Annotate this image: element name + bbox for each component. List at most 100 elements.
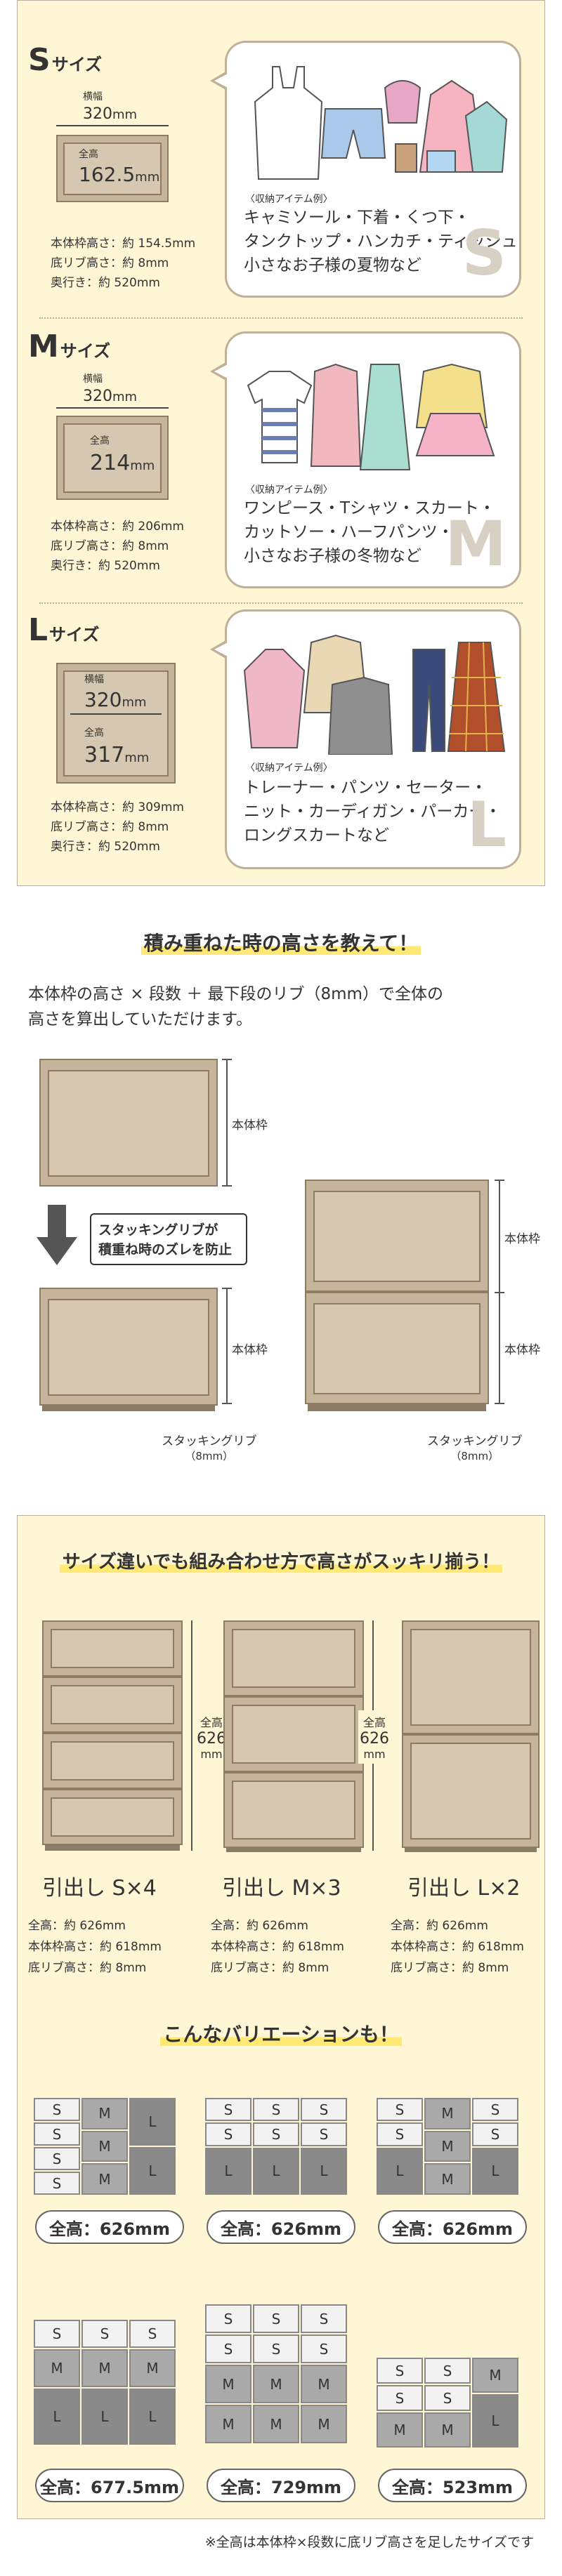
variation-cell-m: M (129, 2349, 176, 2387)
height-dimension: 162.5mm (79, 163, 159, 186)
width-value: 320 (84, 688, 122, 711)
width-unit: mm (112, 107, 138, 122)
rib-foot (226, 1847, 361, 1852)
variation-heading: こんなバリエーションも！ (0, 2019, 562, 2047)
dimension-tick (495, 1180, 504, 1181)
size-suffix: サイズ (60, 341, 111, 361)
rib-size: （8mm） (450, 1450, 499, 1462)
spec-depth: 奥行き：約 520mm (51, 559, 160, 573)
size-box-s (56, 135, 169, 202)
variation-cell-l: L (129, 2388, 176, 2445)
combo-col-line: 底リブ高さ：約 8mm (211, 1961, 329, 1975)
width-arrow (70, 713, 162, 715)
example-text: ワンピース・Tシャツ・スカート・ カットソー・ハーフパンツ・ 小さなお子様の冬物… (244, 496, 495, 568)
rib-label: スタッキングリブ （8mm） (162, 1431, 257, 1463)
combo-col-line: 全高：約 626mm (391, 1919, 488, 1933)
size-box-l (56, 663, 176, 784)
spec-depth: 奥行き：約 520mm (51, 840, 160, 854)
example-text: トレーナー・パンツ・セーター・ ニット・カーディガン・パーカー・ ロングスカート… (244, 776, 501, 847)
height-pill: 全高：523mm (378, 2469, 527, 2502)
width-dimension: 320mm (84, 688, 147, 711)
variation-cell-l: L (253, 2147, 299, 2195)
example-bubble-s: 〈収納アイテム例〉 キャミソール・下着・くつ下・ タンクトップ・ハンカチ・ティッ… (210, 41, 521, 298)
height-value: 214 (90, 451, 131, 475)
stack-body-line: 本体枠の高さ × 段数 ＋ 最下段のリブ（8mm）で全体の (28, 985, 443, 1003)
frame-label: 本体枠 (504, 1343, 540, 1357)
variation-cell-m: M (253, 2405, 299, 2443)
example-line: ロングスカートなど (244, 826, 389, 845)
variation-cell-l: L (301, 2147, 347, 2195)
combo-col-line: 底リブ高さ：約 8mm (28, 1961, 147, 1975)
variation-cell-s: S (301, 2304, 347, 2334)
height-unit: mm (130, 458, 155, 473)
combo-col-line: 全高：約 626mm (211, 1919, 308, 1933)
total-height: 全高 626 mm (358, 1710, 391, 1764)
size-letter: L (28, 612, 48, 648)
variation-cell-s: S (34, 2320, 80, 2349)
variation-cell-m: M (424, 2163, 471, 2195)
variation-cell-l: L (34, 2388, 80, 2445)
size-letter: S (28, 42, 51, 78)
width-arrow (56, 407, 169, 409)
clothing-illustration (247, 363, 495, 470)
drawer-diagram (305, 1292, 489, 1404)
variation-cell-m: M (301, 2365, 347, 2404)
variation-cell-s: S (253, 2098, 299, 2122)
drawer-m (223, 1772, 364, 1848)
combo-col-title: 引出し M×3 (222, 1876, 341, 1901)
height-value: 626 (197, 1730, 226, 1748)
height-label: 全高 (84, 727, 104, 739)
variation-cell-s: S (253, 2304, 299, 2334)
size-title-l: Lサイズ (28, 612, 99, 648)
rib-label: スタッキングリブ （8mm） (427, 1431, 523, 1463)
footnote: ※全高は本体枠×段数に底リブ高さを足したサイズです (204, 2535, 534, 2550)
variation-cell-s: S (377, 2385, 423, 2412)
width-value: 320 (83, 105, 112, 123)
frame-label: 本体枠 (504, 1232, 540, 1246)
example-line: 小さなお子様の夏物など (244, 256, 422, 275)
dimension-tick (222, 1059, 232, 1060)
spec-list-l: 本体枠高さ：約 309mm 底リブ高さ：約 8mm 奥行き：約 520mm (51, 798, 184, 857)
rib-foot (308, 1404, 486, 1411)
variation-cell-m: M (424, 2412, 471, 2448)
drawer-s (42, 1677, 183, 1733)
example-line: ワンピース・Tシャツ・スカート・ (244, 499, 495, 517)
variation-cell-m: M (81, 2349, 128, 2387)
dimension-tick (495, 1403, 504, 1404)
spec-frame-height: 本体枠高さ：約 154.5mm (51, 237, 196, 251)
dimension-line (191, 1620, 192, 1851)
variation-cell-m: M (424, 2098, 471, 2129)
size-title-s: Sサイズ (28, 42, 102, 78)
combo-col-line: 底リブ高さ：約 8mm (391, 1961, 509, 1975)
example-line: キャミソール・下着・くつ下・ (244, 209, 470, 227)
size-watermark: L (466, 788, 507, 861)
variation-cell-m: M (253, 2365, 299, 2404)
size-suffix: サイズ (49, 625, 100, 645)
variation-cell-s: S (301, 2098, 347, 2122)
drawer-diagram (305, 1180, 489, 1292)
example-line: カットソー・ハーフパンツ・ (244, 523, 454, 541)
dimension-line (226, 1059, 228, 1187)
variation-cell-s: S (34, 2098, 80, 2121)
height-label: 全高 (79, 149, 98, 160)
clothing-illustration (254, 66, 508, 180)
variation-cell-s: S (301, 2334, 347, 2364)
height-pill: 全高：677.5mm (35, 2469, 184, 2502)
total-height: 全高 626 mm (195, 1710, 228, 1764)
combo-col-title: 引出し S×4 (42, 1876, 157, 1901)
height-value: 317 (84, 743, 125, 767)
variation-cell-s: S (377, 2122, 423, 2146)
height-pill: 全高：626mm (378, 2210, 527, 2244)
variation-cell-m: M (81, 2163, 128, 2195)
variation-cell-m: M (205, 2405, 251, 2443)
drawer-s (42, 1733, 183, 1789)
combo-heading-text: サイズ違いでも組み合わせ方で高さがスッキリ揃う！ (59, 1552, 503, 1573)
example-label: 〈収納アイテム例〉 (245, 194, 333, 205)
example-bubble-m: 〈収納アイテム例〉 ワンピース・Tシャツ・スカート・ カットソー・ハーフパンツ・… (210, 331, 521, 588)
variation-cell-m: M (205, 2365, 251, 2404)
variation-cell-l: L (129, 2147, 176, 2195)
dimension-tick (222, 1403, 232, 1404)
variation-cell-s: S (205, 2098, 251, 2122)
variation-cell-l: L (377, 2147, 423, 2195)
combo-col-s: 引出し S×4 全高：約 626mm 本体枠高さ：約 618mm 底リブ高さ：約… (28, 1870, 197, 1979)
